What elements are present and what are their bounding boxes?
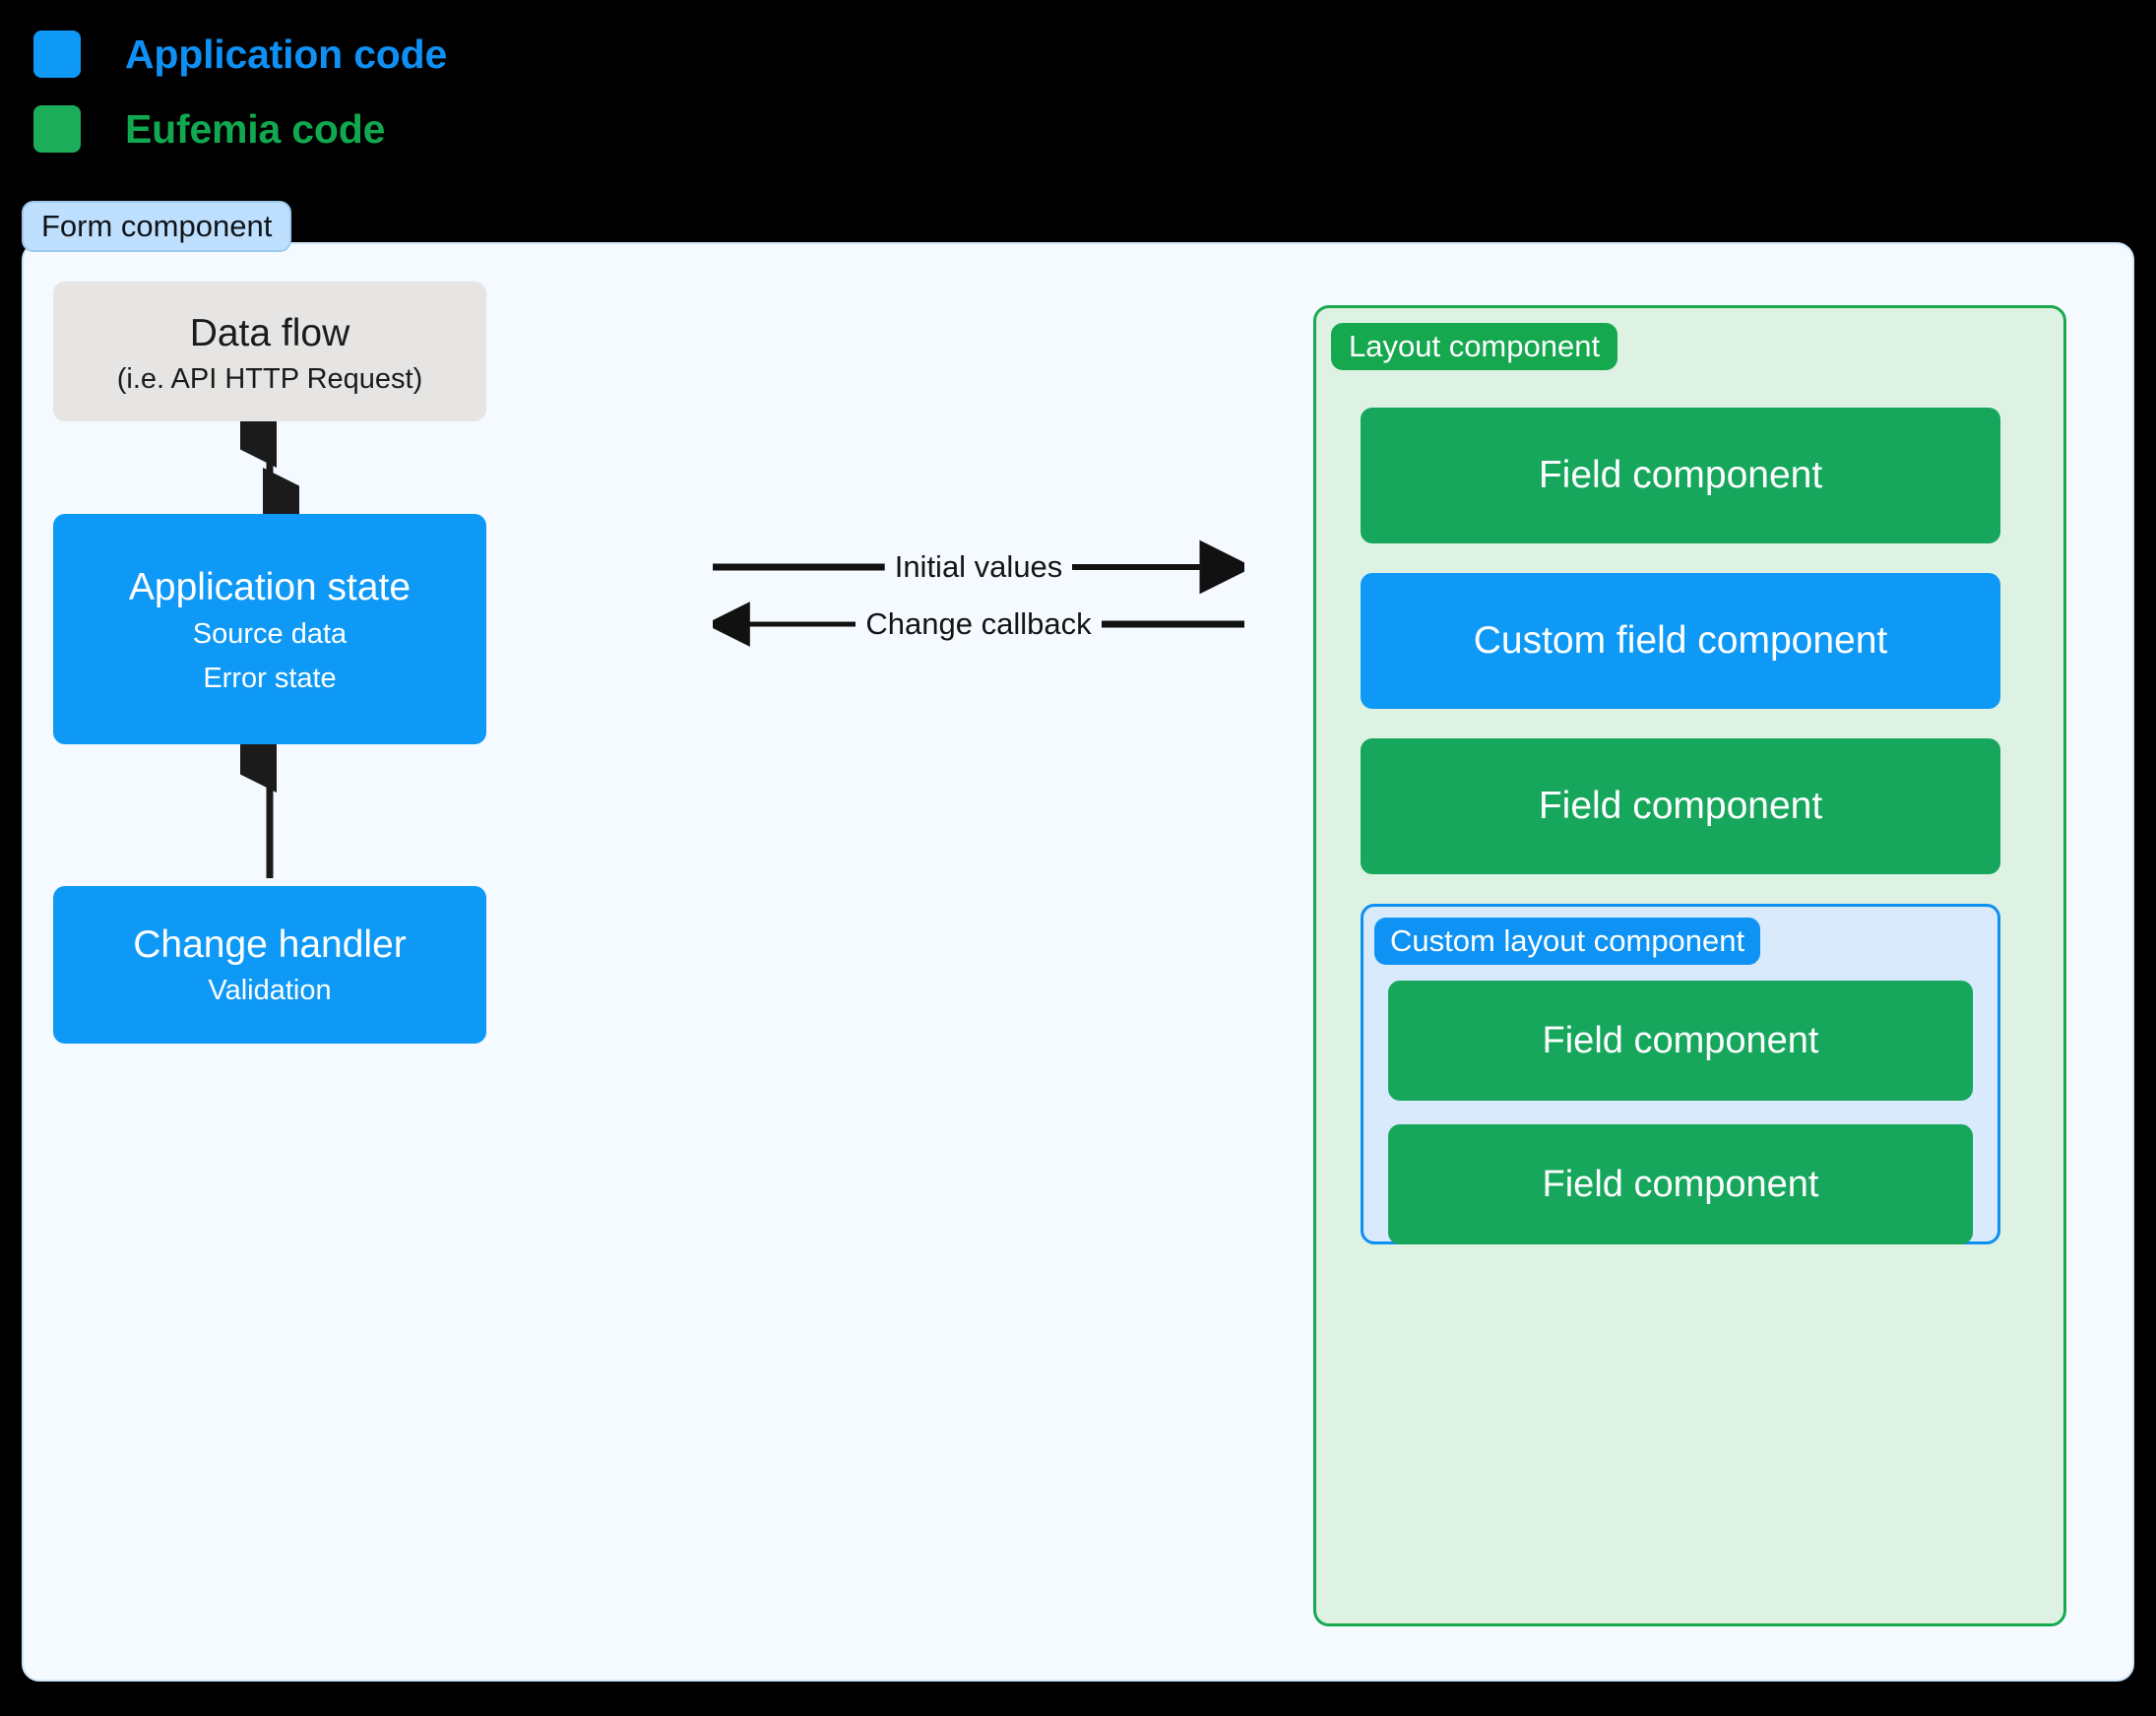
custom-layout-component-children: Field component Field component [1388,981,1973,1244]
legend: Application code Eufemia code [33,22,447,171]
legend-item-application-code: Application code [33,22,447,87]
legend-item-label: Application code [125,31,448,77]
up-arrow-icon [240,744,277,878]
node-title: Change handler [133,922,407,966]
layout-component-group: Layout component Field component Custom … [1313,305,2066,1626]
line-segment-icon [1101,620,1244,628]
field-component-1: Field component [1361,408,2000,543]
node-title: Application state [128,566,412,609]
field-component-label: Field component [1538,785,1823,827]
right-arrow-icon [1072,540,1244,595]
square-swatch-icon [33,31,81,78]
line-segment-icon [713,563,885,571]
legend-item-eufemia-code: Eufemia code [33,96,447,161]
node-subtitle: (i.e. API HTTP Request) [116,363,423,396]
middle-arrows-group: Initial values [713,540,1244,697]
arrow-changehandler-appstate [53,744,486,886]
node-subtitle-source-data: Source data [192,617,348,650]
double-headed-vertical-arrow-icon [240,421,299,514]
square-swatch-icon [33,105,81,153]
field-component-2: Field component [1361,738,2000,874]
node-application-state: Application state Source data Error stat… [53,514,486,744]
node-title: Data flow [189,311,350,354]
left-column: Data flow (i.e. API HTTP Request) [53,282,486,1044]
node-subtitle-error-state: Error state [203,662,337,694]
left-arrow-icon [713,602,856,647]
field-component-4: Field component [1388,1124,1973,1244]
node-subtitle: Validation [208,975,332,1007]
custom-layout-component-group: Custom layout component Field component … [1361,904,2000,1244]
node-change-handler: Change handler Validation [53,886,486,1044]
layout-component-pill-label: Layout component [1331,323,1618,370]
form-component-panel: Data flow (i.e. API HTTP Request) [22,242,2134,1682]
field-component-3: Field component [1388,981,1973,1101]
arrow-label: Change callback [865,606,1092,641]
legend-item-label: Eufemia code [125,105,386,152]
arrow-initial-values: Initial values [713,540,1244,595]
form-component-group: Form component Data flow (i.e. API HTTP … [22,201,2134,1682]
field-component-label: Field component [1542,1163,1819,1205]
field-component-label: Field component [1538,454,1823,496]
form-component-pill-label: Form component [22,201,292,252]
custom-field-component: Custom field component [1361,573,2000,709]
custom-layout-component-pill-label: Custom layout component [1374,918,1761,965]
node-data-flow: Data flow (i.e. API HTTP Request) [53,282,486,421]
arrow-dataflow-appstate [53,421,486,514]
field-component-label: Field component [1542,1019,1819,1061]
layout-component-children: Field component Custom field component F… [1361,408,2000,1244]
arrow-change-callback: Change callback [713,597,1244,652]
custom-field-component-label: Custom field component [1473,619,1888,662]
arrow-label: Initial values [894,549,1063,584]
